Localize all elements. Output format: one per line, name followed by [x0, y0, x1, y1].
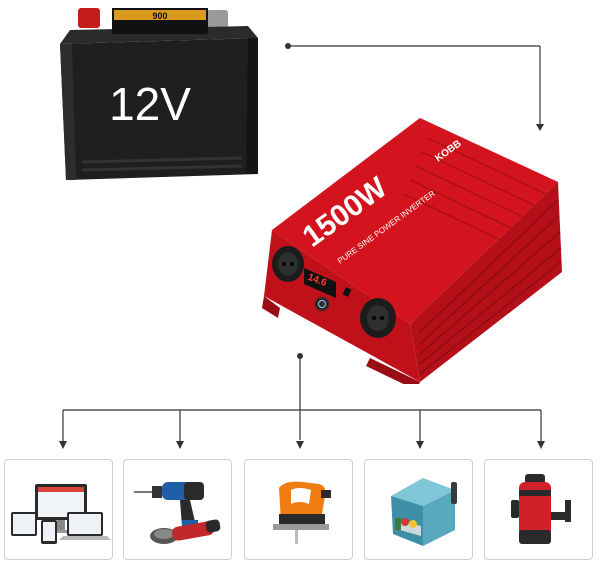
power-drill-icon — [134, 482, 221, 544]
device-card-cooler — [364, 459, 473, 560]
power-inverter-icon: 14.6 1500W PURE SINE POWER INVERTER KOBB — [250, 112, 566, 384]
device-card-computers — [4, 459, 113, 560]
submersible-pump-icon — [511, 474, 571, 544]
battery-top-label: 900 — [152, 11, 167, 21]
car-battery-icon: 900 12V — [52, 2, 264, 180]
computer-devices-icon — [11, 484, 111, 544]
cool-box-icon — [391, 478, 457, 546]
device-card-jigsaw — [244, 459, 353, 560]
device-card-drill — [123, 459, 232, 560]
jigsaw-icon — [273, 481, 331, 544]
battery-voltage-label: 12V — [109, 78, 191, 130]
device-card-pump — [484, 459, 593, 560]
